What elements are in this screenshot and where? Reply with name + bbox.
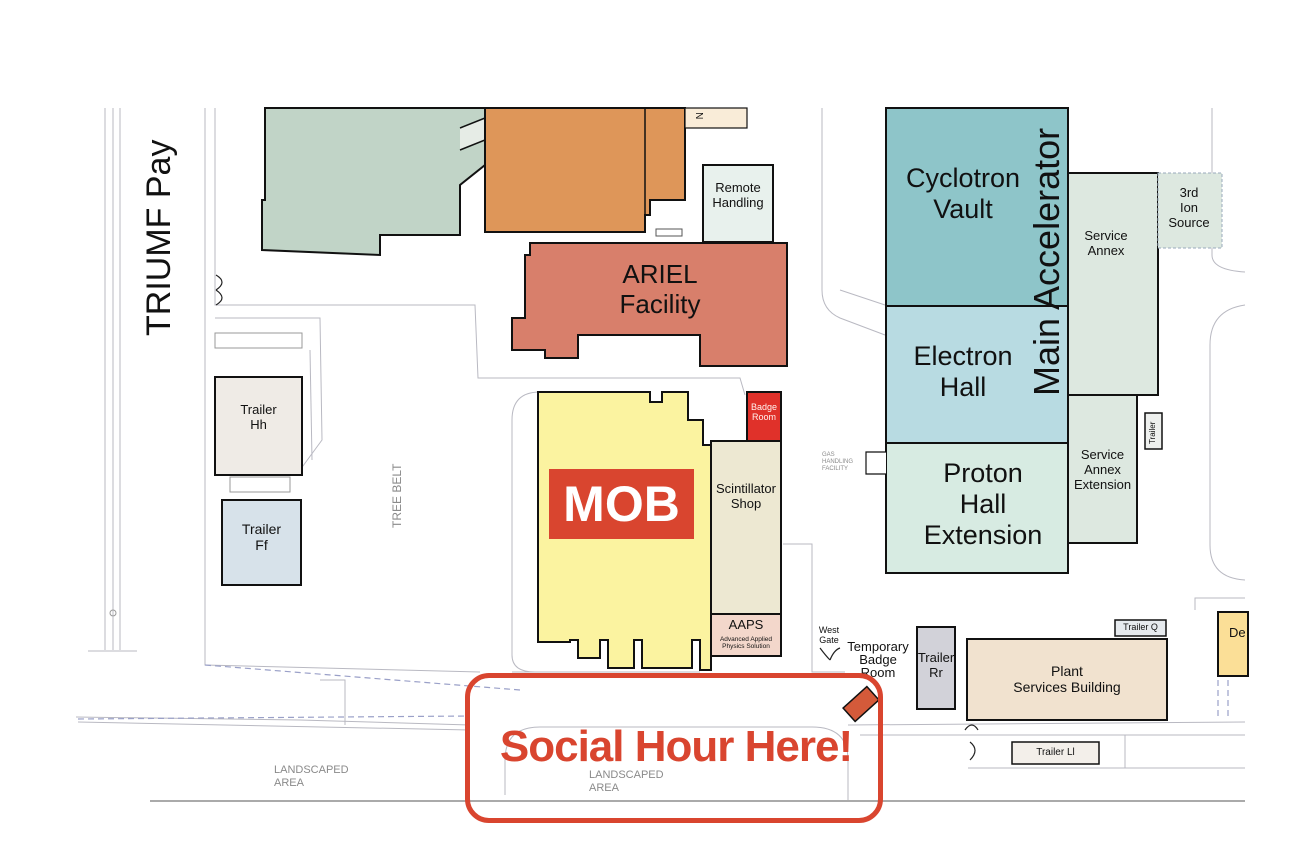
ion-source-building [1157,172,1223,249]
badge-room-building [746,391,782,442]
small-trailer [1144,412,1163,450]
remote-handling-building [702,164,774,243]
aaps-sub-label: Advanced Applied Physics Solution [719,636,773,651]
trailer-hh-building [214,376,303,476]
tree-belt-label: TREE BELT [390,463,404,528]
aaps-label: AAPS [728,617,764,632]
road-label: TRIUMF Pay [140,139,178,336]
de-building [1217,611,1249,677]
n-label: N [694,112,706,120]
sage-building [261,107,486,257]
service-annex-extension-label: Service Annex Extension [1073,447,1132,492]
scintillator-shop-label: Scintillator Shop [716,481,776,511]
trailer-ll-building [1011,741,1100,765]
electron-hall-building [885,305,1069,444]
social-hour-callout-box [465,673,883,823]
small-trailer-label: Trailer [1148,421,1157,444]
scintillator-shop-building [710,440,782,615]
cyclotron-vault-building [885,107,1069,307]
plant-services-building [966,638,1168,721]
badge-room-label: Badge Room [750,402,778,423]
aaps-building [710,613,782,657]
plant-services-label: Plant Services Building [1013,663,1121,696]
trailer-rr-label: Trailer Rr [917,650,955,680]
gate-icons [215,274,979,761]
service-annex-label: Service Annex [1084,228,1128,258]
service-annex-extension-building [1067,394,1138,544]
orange-building [484,107,686,233]
n-building [684,107,748,129]
proton-hall-extension-building [885,442,1069,574]
trailer-rr-building [916,626,956,710]
ion-source-label: 3rd Ion Source [1168,185,1210,230]
remote-handling-label: Remote Handling [712,180,764,210]
trailer-hh-label: Trailer Hh [240,402,277,432]
trailer-q-building [1114,619,1167,637]
service-annex-building [1067,172,1159,396]
ariel-label: ARIEL Facility [619,259,701,319]
trailer-ff-building [221,499,302,586]
west-gate-label: West Gate [818,625,840,646]
mob-label: MOB [549,469,694,539]
ariel-building [511,242,788,367]
cyclotron-vault-label: Cyclotron Vault [905,163,1021,225]
gas-handling-label: GAS HANDLING FACILITY [822,452,854,472]
trailer-q-label: Trailer Q [1123,622,1158,632]
landscaped-area-left: LANDSCAPED AREA [274,764,349,789]
social-hour-callout-text: Social Hour Here! [499,722,853,771]
proton-hall-extension-label: Proton Hall Extension [923,458,1043,551]
trailer-ll-label: Trailer Ll [1036,747,1075,758]
landscaped-area-right: LANDSCAPED AREA [589,769,664,794]
trailer-ff-label: Trailer Ff [241,521,282,554]
electron-hall-label: Electron Hall [913,341,1013,403]
de-label: De [1229,625,1246,640]
